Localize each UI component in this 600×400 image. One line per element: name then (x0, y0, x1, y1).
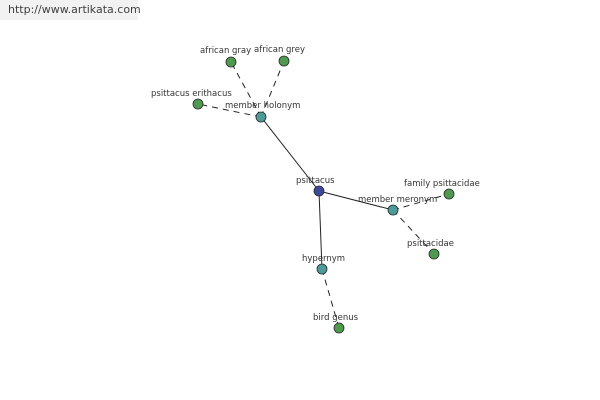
node-member-holonym[interactable] (255, 111, 267, 123)
watermark-url: http://www.artikata.com (0, 0, 141, 20)
node-label-member-holonym: member holonym (225, 101, 300, 111)
node-label-bird-genus: bird genus (313, 313, 359, 323)
edge-psittacus-to-member-meronym (318, 190, 394, 211)
node-african-grey[interactable] (278, 55, 290, 67)
node-label-psittacus: psittacus (296, 176, 335, 186)
node-hypernym[interactable] (316, 263, 328, 275)
node-psittacus[interactable] (313, 185, 325, 197)
node-african-gray[interactable] (225, 56, 237, 68)
node-label-african-gray: african gray (200, 46, 251, 56)
node-label-family-psittacidae: family psittacidae (404, 179, 480, 189)
node-label-member-meronym: member meronym (358, 195, 437, 205)
edges-layer (197, 60, 450, 329)
nodes-layer (192, 55, 455, 334)
node-psittacus-erithacus[interactable] (192, 98, 204, 110)
node-psittacidae[interactable] (428, 248, 440, 260)
node-label-african-grey: african grey (254, 45, 305, 55)
node-member-meronym[interactable] (387, 204, 399, 216)
labels-layer: psittacus member holonym member meronym hyp… (151, 45, 480, 323)
node-bird-genus[interactable] (333, 322, 345, 334)
edge-member-meronym-to-family-psittacidae (392, 193, 450, 211)
edge-psittacus-to-hypernym (318, 190, 323, 270)
node-label-psittacidae: psittacidae (407, 239, 454, 249)
edge-psittacus-to-member-holonym (260, 116, 320, 192)
node-label-hypernym: hypernym (302, 254, 345, 264)
node-family-psittacidae[interactable] (443, 188, 455, 200)
node-label-psittacus-erithacus: psittacus erithacus (151, 89, 232, 99)
